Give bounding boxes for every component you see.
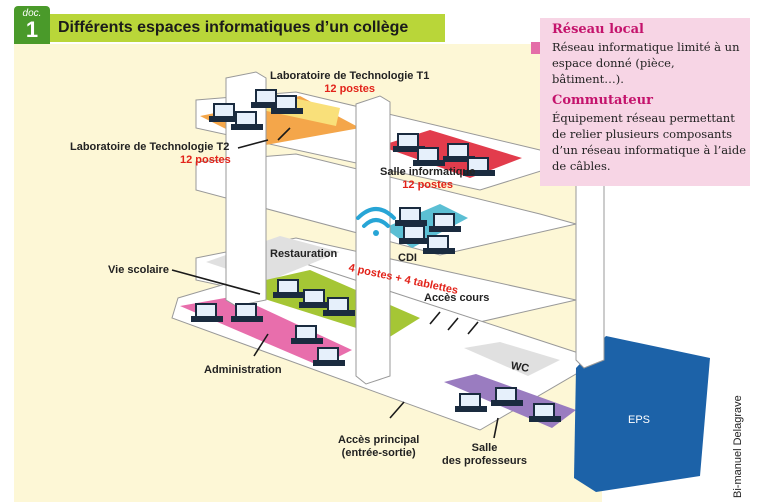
label-administration: Administration [204,364,282,376]
doc-badge-number: 1 [25,17,39,42]
label-vie-scolaire: Vie scolaire [108,264,169,276]
label-techno-t2: Laboratoire de Technologie T2 12 postes [70,141,231,167]
arrow-t1 [277,127,291,141]
label-salle-profs-line2: des professeurs [442,455,527,467]
laptop-icon [399,225,431,244]
label-techno-t2-count: 12 postes [180,154,231,166]
label-techno-t1-count: 12 postes [324,83,376,95]
label-acces-principal-line2: (entrée-sortie) [341,447,416,459]
laptop-icon [429,213,461,232]
label-restauration: Restauration [270,248,338,260]
glossary-term-reseau-local: Réseau local [552,22,644,37]
wifi-icon [356,207,396,236]
eps-block [574,336,710,492]
laptop-icon [455,393,487,412]
label-salle-info: Salle informatique 12 postes [380,166,475,192]
doc-badge-label: doc. [22,8,42,19]
laptop-icon [231,111,263,130]
label-salle-info-name: Salle informatique [380,166,476,178]
laptop-icon [491,387,523,406]
pillar-center [355,95,391,385]
laptop-icon [313,347,345,366]
label-techno-t2-name: Laboratoire de Technologie T2 [70,141,230,153]
label-acces-cours: Accès cours [424,292,490,304]
label-techno-t1-name: Laboratoire de Technologie T1 [270,70,430,82]
wc-floor [464,342,560,376]
laptop-icon [323,297,355,316]
pillar-left [225,71,267,307]
laptop-icon [443,143,475,162]
laptop-icon [231,303,263,322]
pillars [225,71,605,385]
laptop-icon [271,95,303,114]
laptop-icon [413,147,445,166]
glossary-def-reseau-local: Réseau informatique limité à un espace d… [552,40,740,86]
arrow-acces-cours-2 [447,317,459,331]
laptop-icons [191,89,561,422]
arrow-salle-profs [493,417,499,439]
glossary-def-commutateur: Équipement réseau permettant de relier p… [552,111,747,173]
arrow-administration [253,333,269,357]
laptop-icon [191,303,223,322]
label-techno-t1: Laboratoire de Technologie T1 12 postes [270,70,429,96]
image-credit: Bi-manuel Delagrave [732,395,744,498]
label-acces-principal: Accès principal (entrée-sortie) [338,434,419,460]
label-cdi-name: CDI [398,252,417,264]
laptop-icon [529,403,561,422]
glossary-term-commutateur: Commutateur [552,93,653,108]
arrow-acces-cours-1 [429,311,441,325]
label-salle-profs: Salle des professeurs [442,442,527,468]
label-salle-info-count: 12 postes [402,179,454,191]
laptop-icon [423,235,455,254]
label-acces-principal-line1: Accès principal [338,434,420,446]
page-title: Différents espaces informatiques d’un co… [58,19,409,36]
header-bar [40,14,445,42]
label-eps: EPS [628,414,651,426]
arrow-acces-principal [389,401,405,419]
arrow-vie-scolaire [171,269,261,295]
pointer-arrows [171,127,499,439]
doc-badge: doc. 1 [14,6,50,48]
administration-floor [180,296,352,366]
arrow-t2 [237,139,269,149]
arrow-acces-cours-3 [467,321,479,335]
laptop-icon [291,325,323,344]
glossary-box: Réseau local Réseau informatique limité … [540,18,750,186]
laptop-icon [463,157,495,176]
label-salle-profs-line1: Salle [471,442,498,454]
laptop-icon [395,207,427,226]
